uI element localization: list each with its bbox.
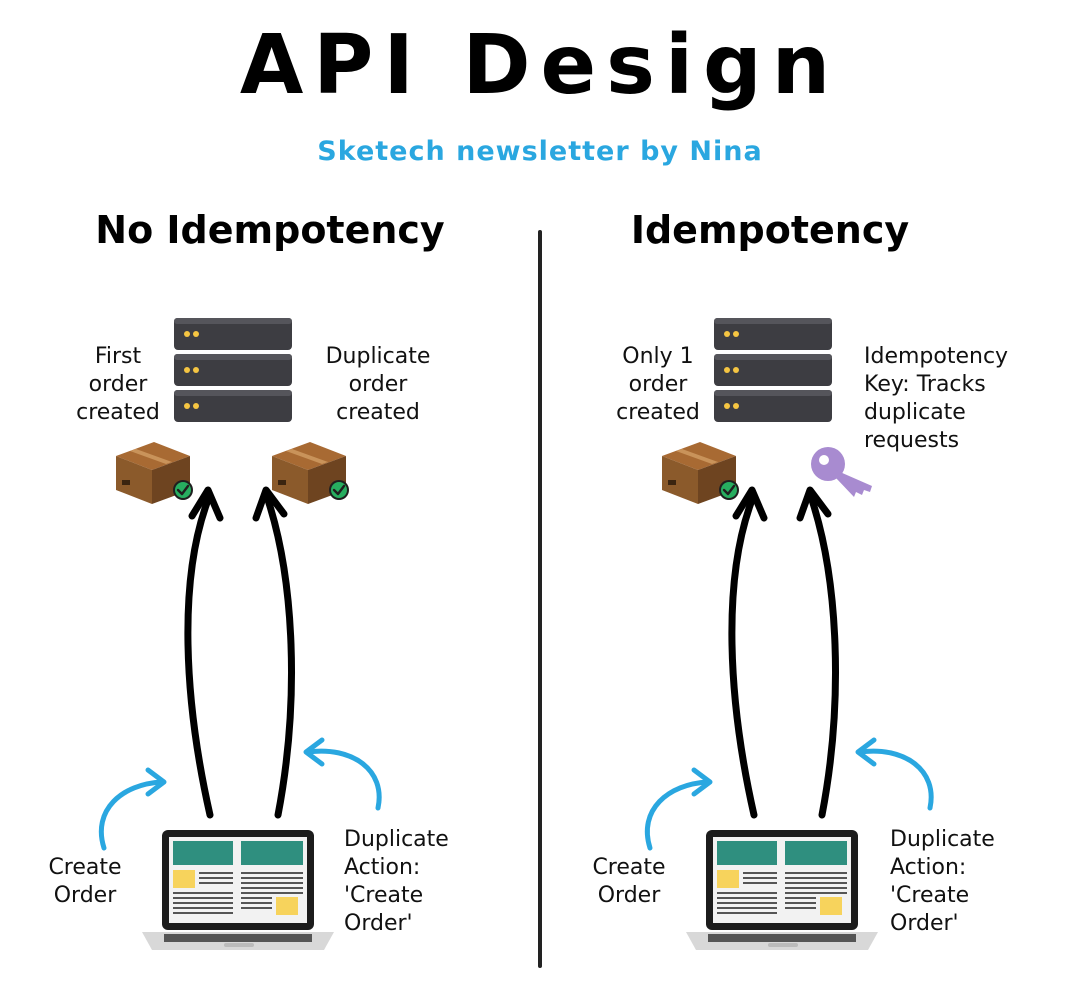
curved-arrow-icon xyxy=(303,737,382,811)
arrow-up-icon xyxy=(184,486,224,819)
package-check-icon xyxy=(660,440,741,506)
page-title: API Design xyxy=(239,18,841,113)
label-first-order-created: First order created xyxy=(76,344,160,425)
arrow-up-icon xyxy=(796,486,839,819)
label-create-order-left: Create Order xyxy=(48,855,122,908)
curved-arrow-icon xyxy=(98,767,167,851)
package-check-icon xyxy=(270,440,351,506)
curved-arrow-icon xyxy=(644,767,713,851)
label-duplicate-action-right: Duplicate Action: 'Create Order' xyxy=(890,827,995,936)
laptop-icon xyxy=(685,829,879,951)
label-create-order-right: Create Order xyxy=(592,855,666,908)
label-duplicate-order-created: Duplicate order created xyxy=(325,344,431,425)
curved-arrow-icon xyxy=(855,737,934,811)
label-only-one-order: Only 1 order created xyxy=(616,344,700,425)
panel-divider xyxy=(538,230,542,968)
laptop-icon xyxy=(141,829,335,951)
heading-no-idempotency: No Idempotency xyxy=(95,208,445,252)
server-icon xyxy=(174,318,292,422)
label-duplicate-action-left: Duplicate Action: 'Create Order' xyxy=(344,827,449,936)
label-idempotency-key: Idempotency Key: Tracks duplicate reques… xyxy=(864,344,1009,453)
server-icon xyxy=(714,318,832,422)
arrow-up-icon xyxy=(252,486,295,819)
heading-idempotency: Idempotency xyxy=(630,208,910,252)
package-check-icon xyxy=(114,440,195,506)
key-icon xyxy=(811,447,872,497)
page-subtitle: Sketech newsletter by Nina xyxy=(317,136,763,167)
arrow-up-icon xyxy=(728,486,768,819)
